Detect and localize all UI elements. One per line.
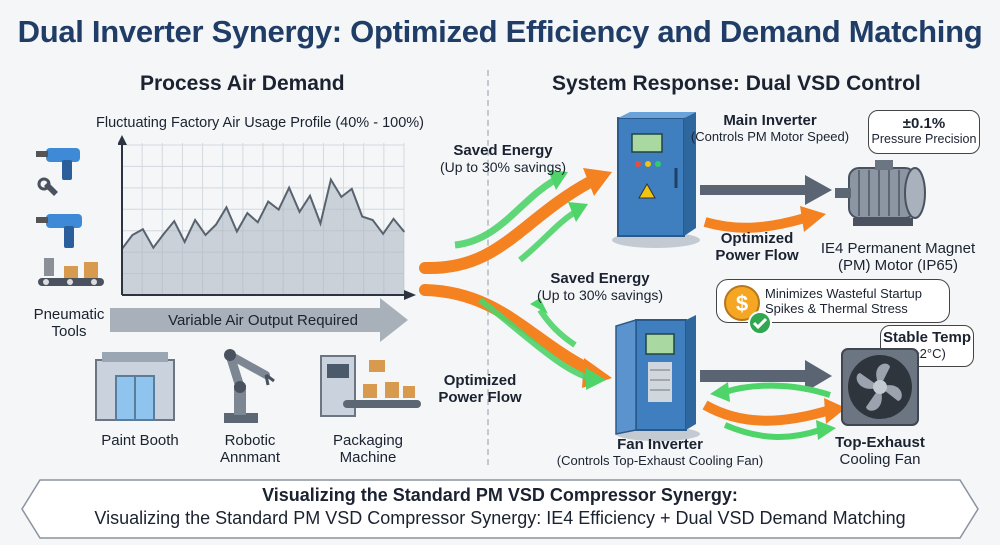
left-heading: Process Air Demand <box>140 72 345 95</box>
drill-icon <box>36 148 80 180</box>
fan-inverter-sub: (Controls Top-Exhaust Cooling Fan) <box>556 453 764 468</box>
motor-label: IE4 Permanent Magnet (PM) Motor (IP65) <box>820 240 976 274</box>
right-heading: System Response: Dual VSD Control <box>552 72 921 95</box>
footer-text: Visualizing the Standard PM VSD Compress… <box>40 484 960 530</box>
pressure-value: ±0.1% <box>902 115 946 132</box>
data-point <box>288 186 290 189</box>
cooling-fan-icon <box>841 348 919 426</box>
pneumatic-tool-icons <box>36 148 104 286</box>
cooling-fan-title: Top-Exhaust <box>835 434 925 451</box>
saved-energy-mid: Saved Energy (Up to 30% savings) <box>525 270 675 304</box>
green-arrow-1 <box>454 176 557 249</box>
air-output-arrow <box>110 298 408 342</box>
data-point <box>152 246 155 249</box>
robotic-arm-icon <box>224 349 275 423</box>
data-point <box>309 194 311 197</box>
data-point <box>298 211 301 213</box>
impact-tool-icon <box>36 214 82 248</box>
air-usage-chart <box>118 135 416 300</box>
conveyor-icon <box>38 258 104 286</box>
pneumatic-tools-label: Pneumatic Tools <box>33 306 105 340</box>
data-point <box>330 178 332 181</box>
y-axis-arrow <box>118 135 127 145</box>
pressure-bubble: ±0.1% Pressure Precision <box>868 110 980 154</box>
footer-line1: Visualizing the Standard PM VSD Compress… <box>262 485 738 505</box>
dollar-sign: $ <box>736 291 748 316</box>
data-point <box>194 219 196 221</box>
footer-line2: Visualizing the Standard PM VSD Compress… <box>94 508 906 528</box>
saved-energy-top: Saved Energy (Up to 30% savings) <box>428 142 578 176</box>
saved-energy-mid-sub: (Up to 30% savings) <box>536 287 664 303</box>
cooling-fan-label: Top-Exhaust Cooling Fan <box>800 434 960 468</box>
data-point <box>162 233 165 235</box>
usage-area <box>122 179 404 295</box>
paint-booth-icon <box>95 352 175 421</box>
saved-energy-top-sub: (Up to 30% savings) <box>439 159 567 175</box>
main-inverter-cabinet <box>612 112 700 248</box>
data-point <box>319 222 322 225</box>
orange-flow-bottom <box>419 284 596 376</box>
data-point <box>131 234 134 236</box>
wrench-icon <box>37 177 58 196</box>
dollar-check-icon: $ <box>724 285 772 335</box>
page-title: Dual Inverter Synergy: Optimized Efficie… <box>17 14 983 49</box>
data-point <box>382 233 384 235</box>
orange-flow-top <box>419 176 596 275</box>
data-point <box>204 234 207 236</box>
data-point <box>350 188 353 190</box>
data-point <box>173 220 176 222</box>
main-inverter-label: Main Inverter (Controls PM Motor Speed) <box>680 112 860 144</box>
x-axis-arrow <box>404 290 416 300</box>
green-arrow-3 <box>537 308 577 348</box>
packaging-machine-icon <box>320 355 421 417</box>
data-point <box>142 228 144 231</box>
optimized-flow-right-label: Optimized Power Flow <box>715 230 799 264</box>
panel-divider <box>487 70 489 465</box>
footer-banner-shape <box>21 479 979 539</box>
chart-title: Fluctuating Factory Air Usage Profile (4… <box>96 115 424 131</box>
data-point <box>361 215 364 218</box>
air-output-label: Variable Air Output Required <box>168 312 358 329</box>
data-point <box>277 208 280 211</box>
data-point <box>256 221 259 224</box>
data-point <box>392 218 395 220</box>
green-arrow-4 <box>478 297 591 381</box>
fan-inverter-label: Fan Inverter (Controls Top-Exhaust Cooli… <box>545 436 775 468</box>
robotic-label: Robotic Annmant <box>219 432 281 466</box>
data-point <box>403 230 405 233</box>
main-inverter-sub: (Controls PM Motor Speed) <box>690 129 850 144</box>
data-point <box>215 223 217 226</box>
paint-booth-label: Paint Booth <box>101 432 179 449</box>
pressure-label: Pressure Precision <box>871 132 977 146</box>
green-arrow-2 <box>518 209 577 263</box>
data-point <box>267 200 270 203</box>
data-point <box>183 241 186 243</box>
optimized-flow-left-label: Optimized Power Flow <box>438 372 522 406</box>
data-point <box>246 212 249 214</box>
pm-motor-icon <box>835 160 926 226</box>
fan-inverter-cabinet <box>615 315 700 441</box>
main-inverter-title: Main Inverter <box>723 112 817 129</box>
data-point <box>236 230 238 233</box>
stable-temp-title: Stable Temp <box>882 329 972 346</box>
saved-energy-mid-title: Saved Energy <box>550 270 650 287</box>
saved-energy-top-title: Saved Energy <box>453 142 553 159</box>
data-point <box>225 206 228 209</box>
packaging-label: Packaging Machine <box>332 432 404 466</box>
fan-inverter-title: Fan Inverter <box>617 436 703 453</box>
cooling-fan-sub: Cooling Fan <box>839 451 921 468</box>
startup-note-text: Minimizes Wasteful Startup Spikes & Ther… <box>765 286 923 316</box>
usage-line <box>121 177 405 250</box>
data-point <box>371 219 374 221</box>
data-point <box>340 196 343 198</box>
